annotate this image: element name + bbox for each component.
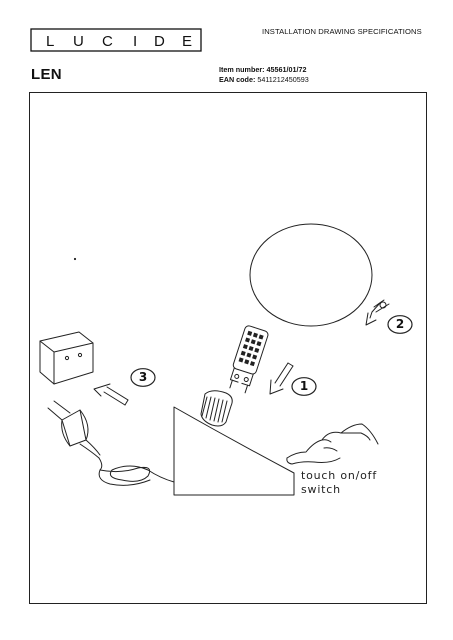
lucide-logo: L U C I D E bbox=[30, 28, 202, 52]
step-circle-2 bbox=[387, 315, 413, 334]
touch-label-line1: touch on/off bbox=[301, 469, 378, 482]
lamp-base bbox=[173, 406, 295, 496]
ean-code-value: 5411212450593 bbox=[257, 74, 309, 84]
step-number-3: 3 bbox=[138, 370, 148, 384]
arrow-step-1 bbox=[269, 362, 294, 395]
item-number-value: 45561/01/72 bbox=[266, 65, 307, 74]
step-circle-1 bbox=[291, 377, 317, 396]
speck-dot bbox=[73, 257, 77, 261]
led-bulb bbox=[229, 325, 269, 394]
step-circle-3 bbox=[130, 368, 156, 387]
logo-letter: E bbox=[182, 33, 192, 50]
item-number-label: Item number: bbox=[219, 65, 265, 74]
power-cable bbox=[98, 457, 175, 486]
logo-letter: I bbox=[133, 33, 137, 50]
document-title: INSTALLATION DRAWING SPECIFICATIONS bbox=[262, 27, 422, 36]
logo-letter: D bbox=[154, 33, 165, 50]
power-adapter bbox=[39, 331, 94, 385]
logo-letter: C bbox=[102, 33, 113, 50]
arrow-step-2 bbox=[365, 299, 390, 326]
eu-plug bbox=[47, 400, 101, 459]
step-badge-2: 2 bbox=[387, 315, 413, 334]
touch-label-line2: switch bbox=[301, 483, 341, 496]
step-badge-1: 1 bbox=[291, 377, 317, 396]
step-badge-3: 3 bbox=[130, 368, 156, 387]
ean-code-row: EAN code: 5411212450593 bbox=[219, 75, 309, 85]
glass-shade bbox=[249, 223, 373, 327]
product-name: LEN bbox=[31, 66, 62, 83]
arrow-step-3 bbox=[93, 383, 129, 406]
product-meta: Item number: 45561/01/72 EAN code: 54112… bbox=[219, 65, 309, 84]
hand-touch bbox=[286, 423, 379, 465]
step-number-1: 1 bbox=[299, 379, 309, 393]
touch-switch-label: touch on/off switch bbox=[301, 469, 377, 497]
bulb-socket bbox=[200, 390, 233, 427]
ean-code-label: EAN code: bbox=[219, 74, 256, 84]
item-number-row: Item number: 45561/01/72 bbox=[219, 65, 309, 75]
logo-letter: U bbox=[73, 33, 84, 50]
drawing-frame bbox=[29, 92, 427, 604]
step-number-2: 2 bbox=[395, 317, 405, 331]
logo-letter: L bbox=[46, 33, 54, 50]
